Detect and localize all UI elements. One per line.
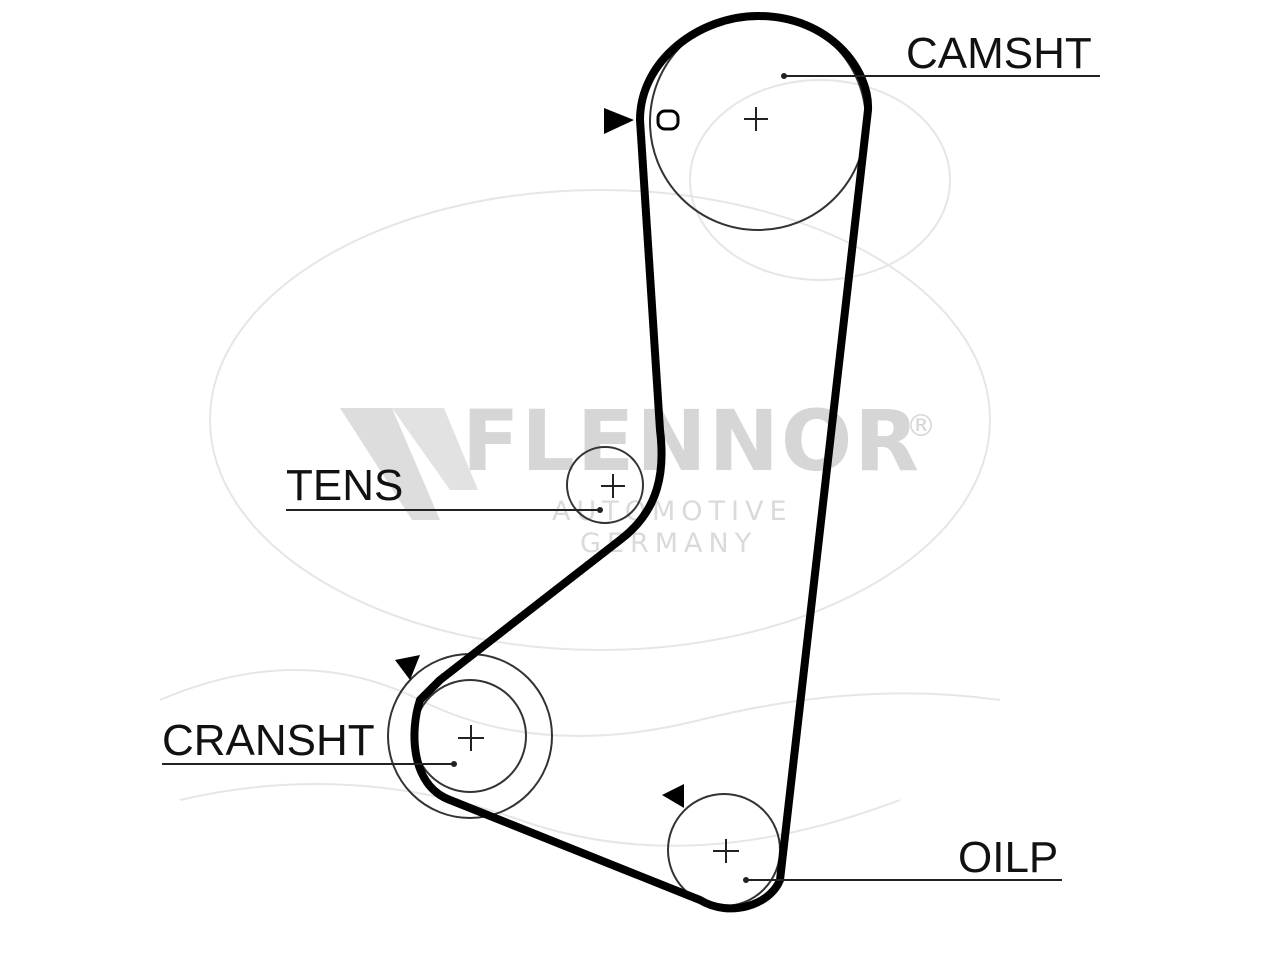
oil-pump-label: OILP <box>958 833 1058 882</box>
alignment-arrow-icon <box>604 108 634 134</box>
flennor-watermark: FLENNOR ® AUTOMOTIVE GERMANY <box>340 392 936 559</box>
watermark-logo-mark-2 <box>392 408 478 490</box>
watermark-logo-mark <box>340 408 440 520</box>
timing-mark-icon <box>656 109 680 131</box>
camshaft-leader-dot <box>781 73 787 79</box>
tensioner-label: TENS <box>286 461 403 510</box>
crankshaft-label: CRANSHT <box>162 716 375 765</box>
watermark-registered-mark: ® <box>906 409 936 444</box>
oil-pump-leader-dot <box>743 877 749 883</box>
alignment-arrow-icon <box>395 655 420 680</box>
camshaft-label: CAMSHT <box>906 29 1092 78</box>
alignment-arrow-icon <box>662 784 684 808</box>
tensioner-pulley <box>566 446 644 524</box>
timing-belt <box>410 12 873 913</box>
watermark-line1: AUTOMOTIVE <box>552 496 793 527</box>
engine-outline-ghost <box>159 79 1001 847</box>
crankshaft-leader-dot <box>451 761 457 767</box>
tensioner-leader-dot <box>597 507 603 513</box>
watermark-brand: FLENNOR <box>462 392 921 490</box>
